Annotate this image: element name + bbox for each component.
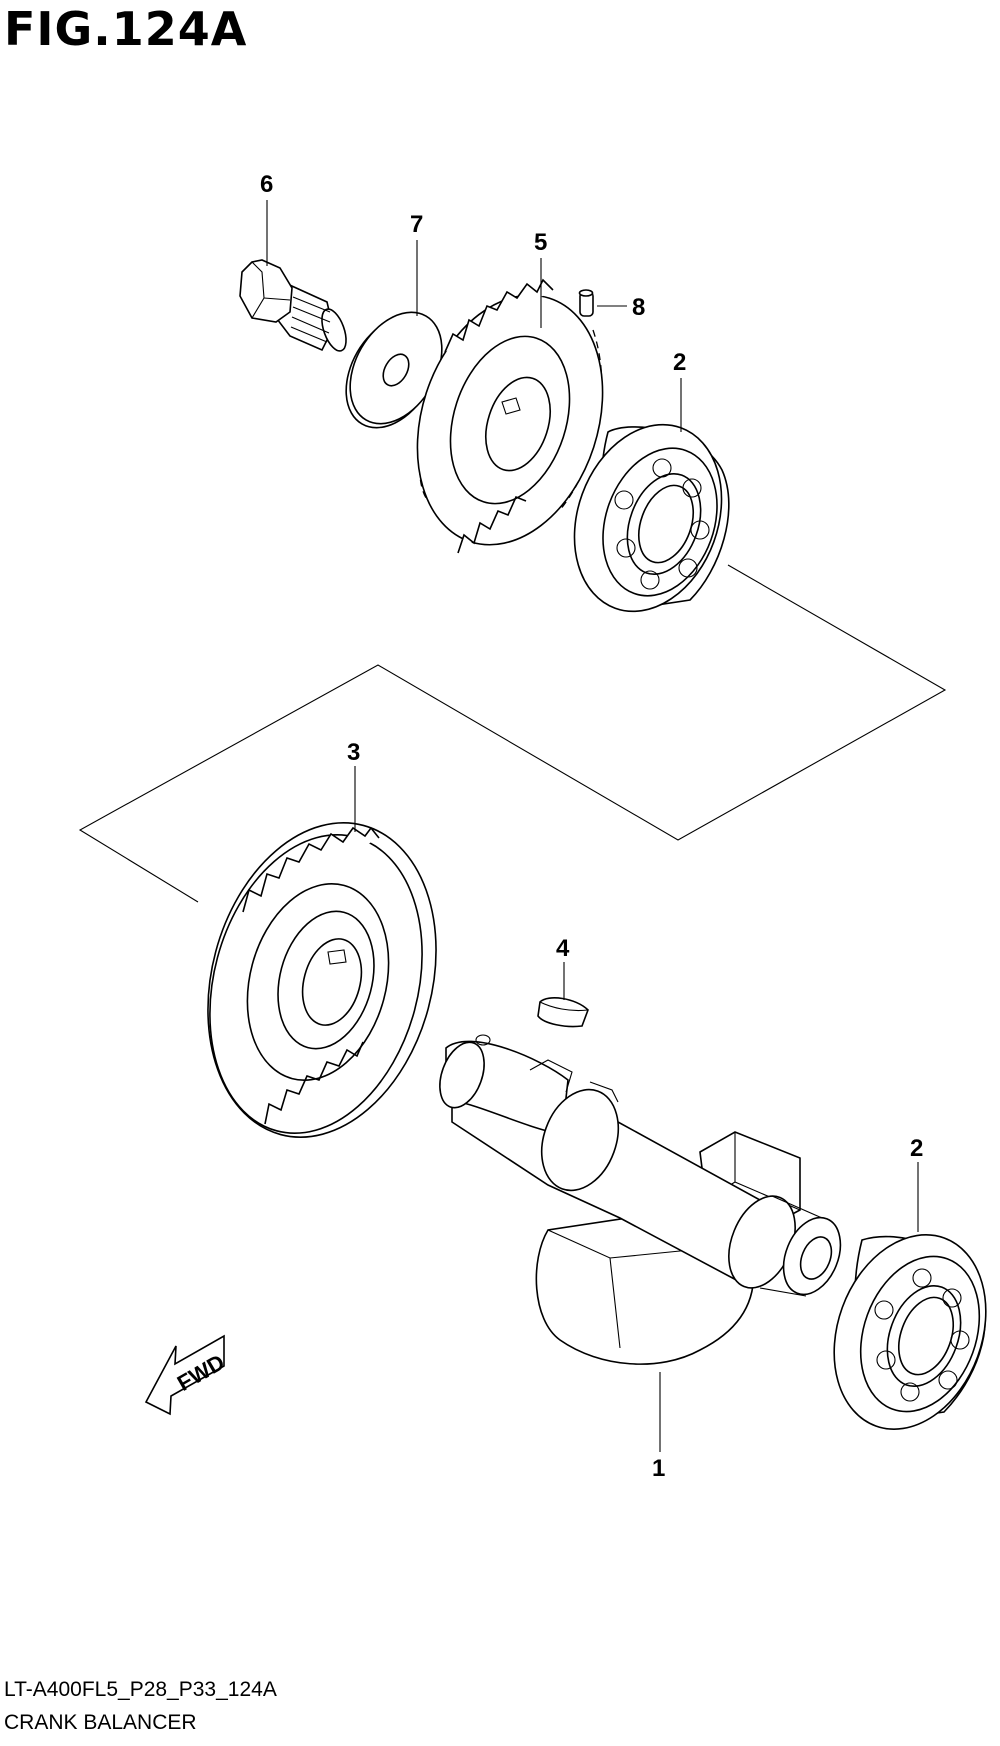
callout-5: 5 [534,229,547,256]
callout-7: 7 [410,211,423,238]
figure-title: FIG.124A [4,2,248,56]
key-part [537,997,589,1028]
fwd-direction-marker: FWD [144,1334,229,1416]
assembly-name: CRANK BALANCER [4,1711,197,1734]
pin-part [578,289,594,317]
callout-2-upper: 2 [673,349,686,376]
callout-3: 3 [347,739,360,766]
callout-1: 1 [652,1455,665,1482]
leader-lines [266,200,919,1452]
callout-numbers: 6 7 5 8 2 3 4 2 1 [260,171,923,1482]
callout-6: 6 [260,171,273,198]
drive-gear-part [416,278,604,554]
bolt-part [239,259,347,352]
callout-2-lower: 2 [910,1135,923,1162]
callout-8: 8 [632,294,645,321]
arrow-down-left-icon [144,1334,225,1416]
upper-bearing-part [573,423,730,613]
lower-bearing-part [833,1234,987,1430]
callout-4: 4 [556,935,570,962]
driven-gear-part [207,822,437,1138]
balancer-shaft-part [439,1034,842,1365]
model-code: LT-A400FL5_P28_P33_124A [4,1678,277,1701]
assembly-guide-lines [78,564,947,903]
